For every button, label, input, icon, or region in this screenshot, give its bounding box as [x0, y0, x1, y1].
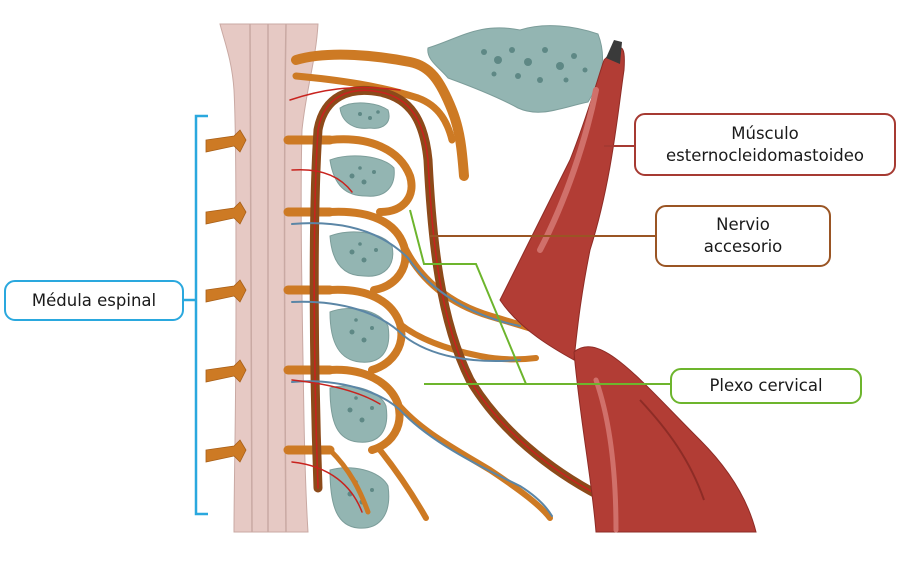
medula-espinal-label: Médula espinal — [4, 280, 184, 321]
plexo-cervical-text: Plexo cervical — [709, 376, 823, 396]
sternocleidomastoid-muscle — [499, 40, 757, 533]
plexo-leader-lines — [409, 209, 670, 385]
spinal-cord — [219, 23, 319, 533]
cervical-plexus-nerves — [283, 49, 553, 521]
musculo-line2-text: esternocleidomastoideo — [665, 145, 865, 165]
blood-vessels — [289, 86, 553, 517]
nervio-line2-text: accesorio — [703, 237, 783, 256]
vertebra-dots — [347, 110, 380, 505]
vertebrae — [329, 102, 395, 529]
nervio-line1-text: Nervio — [716, 215, 770, 235]
plexo-label: Plexo cervical — [670, 368, 862, 404]
medula-bracket — [184, 114, 208, 516]
skull-base-dots — [481, 47, 588, 83]
accessory-nerve — [309, 85, 605, 501]
musculo-label: Músculo esternocleidomastoideo — [634, 113, 896, 176]
nervio-label: Nervio accesorio — [655, 205, 831, 267]
medula-espinal-text: Médula espinal — [31, 290, 157, 310]
musculo-line1-text: Músculo — [731, 123, 799, 143]
skull-base-bone — [427, 25, 604, 113]
left-nerve-roots — [205, 129, 247, 463]
